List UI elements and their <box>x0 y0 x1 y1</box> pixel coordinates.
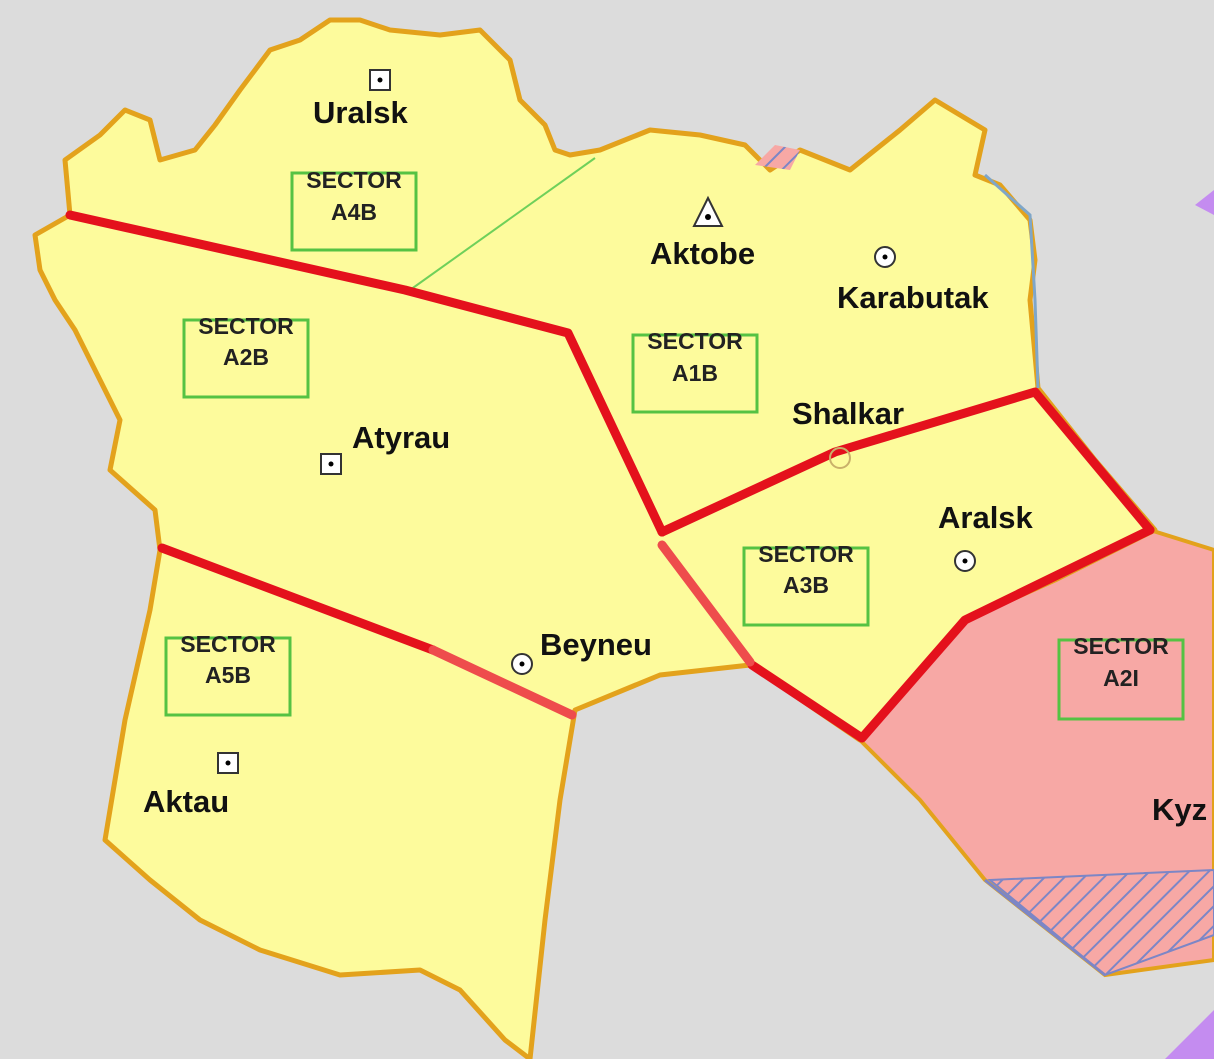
hatched-area-north <box>755 145 800 170</box>
city-label-shalkar: Shalkar <box>792 396 904 431</box>
sector-label-a3b: SECTOR A3B <box>742 541 870 627</box>
sector-border <box>157 543 438 655</box>
circle-dot-icon <box>954 550 976 572</box>
sector-code: A3B <box>783 572 829 598</box>
fir-boundary-east <box>984 173 1040 389</box>
sector-border <box>65 210 667 537</box>
sector-label-a4b: SECTOR A4B <box>290 167 418 252</box>
city-label-kyz: Kyz <box>1152 792 1207 827</box>
adjacent-area-edge <box>1195 190 1214 215</box>
sector-word: SECTOR <box>306 167 402 193</box>
fir-boundary-south <box>984 878 1106 977</box>
square-dot-icon <box>320 453 342 475</box>
sector-border <box>657 540 755 667</box>
sector-border <box>747 525 1155 743</box>
sector-border <box>657 387 1155 537</box>
circle-dot-icon <box>511 653 533 675</box>
city-label-beyneu: Beyneu <box>540 627 652 662</box>
city-label-aralsk: Aralsk <box>938 500 1034 535</box>
sector-code: A2B <box>223 344 269 370</box>
circle-dot-icon <box>829 447 851 469</box>
city-label-uralsk: Uralsk <box>313 95 409 130</box>
square-dot-icon <box>217 752 239 774</box>
sector-label-a2b: SECTOR A2B <box>182 313 310 399</box>
sector-word: SECTOR <box>1073 633 1169 659</box>
city-label-aktau: Aktau <box>143 784 229 819</box>
sector-sub-boundary <box>409 157 596 291</box>
sector-word: SECTOR <box>647 328 743 354</box>
sector-label-a2i: SECTOR A2I <box>1057 633 1185 721</box>
square-dot-icon <box>369 69 391 91</box>
sector-code: A5B <box>205 662 251 688</box>
sector-label-a1b: SECTOR A1B <box>631 328 759 414</box>
city-label-atyrau: Atyrau <box>352 420 450 455</box>
sector-word: SECTOR <box>198 313 294 339</box>
sector-border <box>428 645 577 720</box>
sector-label-a5b: SECTOR A5B <box>164 631 292 717</box>
sector-code: A2I <box>1103 665 1139 691</box>
sector-code: A1B <box>672 360 718 386</box>
city-label-karabutak: Karabutak <box>837 280 989 315</box>
circle-dot-icon <box>874 246 896 268</box>
adjacent-area-edge <box>1165 1010 1214 1059</box>
sector-word: SECTOR <box>758 541 854 567</box>
city-label-aktobe: Aktobe <box>650 236 755 271</box>
sector-word: SECTOR <box>180 631 276 657</box>
triangle-dot-icon <box>692 195 724 227</box>
sector-code: A4B <box>331 199 377 225</box>
